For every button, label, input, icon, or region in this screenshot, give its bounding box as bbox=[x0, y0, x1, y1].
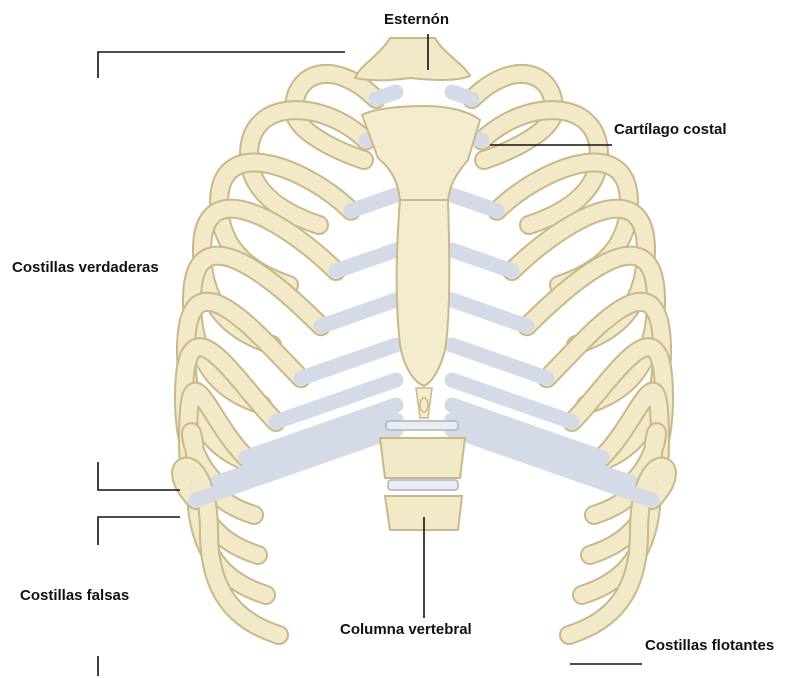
spine-vertebra-upper bbox=[380, 421, 465, 478]
label-costillas-verdaderas: Costillas verdaderas bbox=[12, 260, 159, 275]
label-columna-vertebral: Columna vertebral bbox=[340, 622, 472, 637]
costal-cartilage-6-right bbox=[452, 345, 547, 378]
costal-cartilage-5-left bbox=[321, 300, 396, 326]
costal-cartilage-1-left bbox=[376, 92, 396, 99]
costal-cartilage-3-right bbox=[452, 195, 497, 211]
label-esternon: Esternón bbox=[384, 12, 449, 27]
costal-cartilage-1-right bbox=[452, 92, 472, 99]
costal-cartilage-4-left bbox=[336, 250, 396, 271]
costal-cartilage-6-left bbox=[301, 345, 396, 378]
bracket-costillas-falsas-bottom bbox=[98, 517, 180, 545]
label-costillas-falsas: Costillas falsas bbox=[20, 588, 129, 603]
label-cartilago-costal: Cartílago costal bbox=[614, 122, 727, 137]
costal-cartilage-4-right bbox=[452, 250, 512, 271]
label-costillas-flotantes: Costillas flotantes bbox=[645, 638, 774, 653]
bracket-costillas-falsas-top bbox=[98, 462, 180, 490]
costal-cartilage-3-left bbox=[351, 195, 396, 211]
costal-cartilage-5-right bbox=[452, 300, 527, 326]
